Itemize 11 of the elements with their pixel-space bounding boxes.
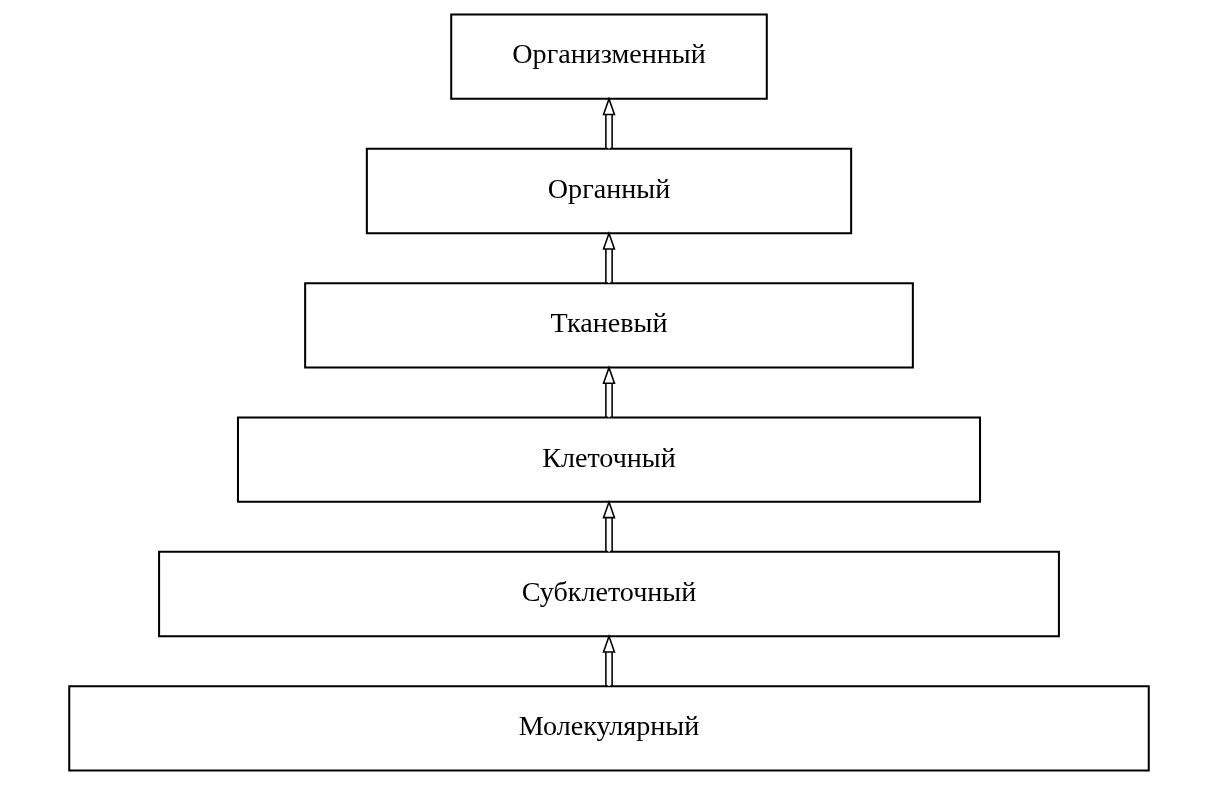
node-box: Субклеточный <box>158 550 1060 638</box>
node-box: Молекулярный <box>68 685 1150 772</box>
arrow <box>602 634 616 687</box>
arrow <box>602 96 616 150</box>
arrow <box>602 365 616 419</box>
arrow <box>602 499 616 553</box>
arrow <box>602 230 616 284</box>
node-box: Клеточный <box>236 416 982 503</box>
node-box: Организменный <box>450 13 768 100</box>
node-box: Тканевый <box>304 282 914 369</box>
node-box: Органный <box>365 147 853 235</box>
